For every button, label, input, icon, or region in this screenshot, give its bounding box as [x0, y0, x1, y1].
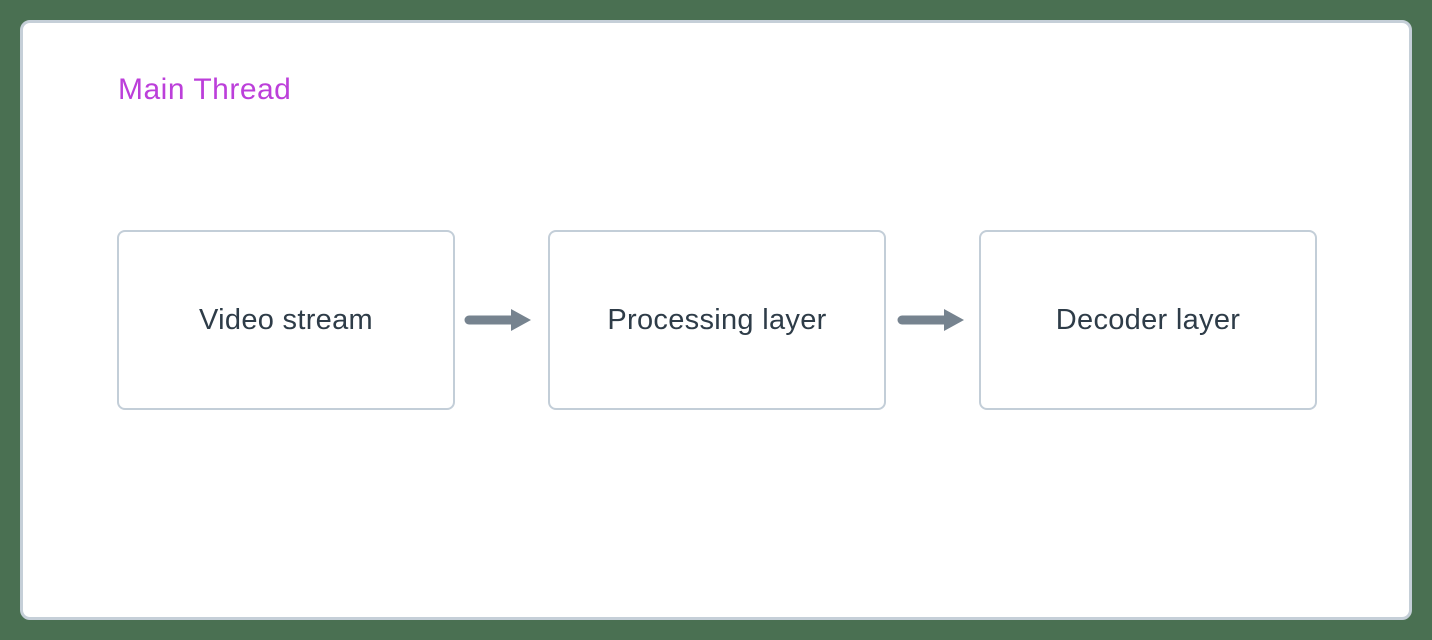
node-label: Video stream [199, 303, 373, 336]
node-processing-layer: Processing layer [548, 230, 886, 410]
node-decoder-layer: Decoder layer [979, 230, 1317, 410]
node-video-stream: Video stream [117, 230, 455, 410]
lane-title: Main Thread [118, 73, 292, 106]
arrow-right-icon [897, 308, 965, 332]
node-label: Decoder layer [1055, 303, 1241, 336]
node-label: Processing layer [607, 303, 827, 336]
arrow-right-icon [464, 308, 532, 332]
main-thread-panel: Main Thread Video stream Processing laye… [20, 20, 1412, 620]
